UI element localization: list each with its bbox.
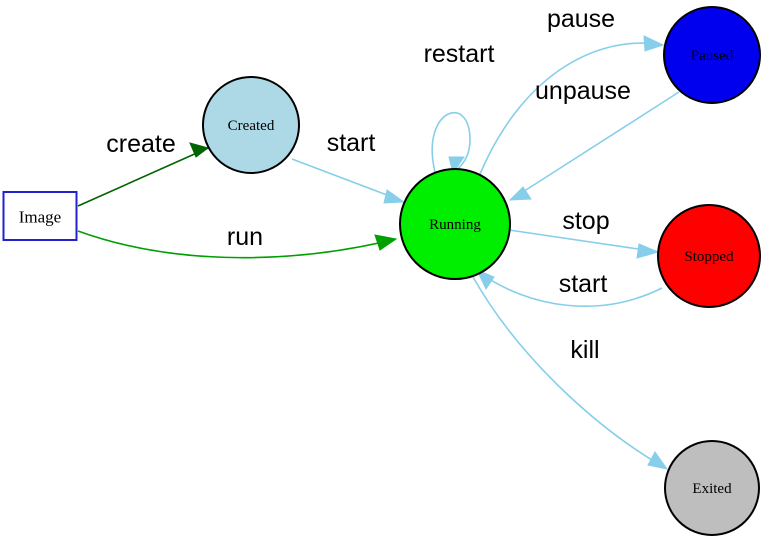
arrowhead-start-created bbox=[383, 189, 406, 204]
edge-restart bbox=[431, 111, 471, 175]
edge-start-stopped bbox=[475, 269, 663, 307]
node-shape-running bbox=[399, 168, 511, 280]
edge-label-start-stopped: start bbox=[559, 270, 608, 298]
edge-unpause bbox=[508, 91, 680, 201]
edge-stop bbox=[508, 229, 660, 259]
node-running[interactable]: Running bbox=[399, 168, 511, 280]
arrowhead-pause bbox=[643, 35, 665, 52]
node-image[interactable]: Image bbox=[2, 191, 78, 241]
node-stopped[interactable]: Stopped bbox=[657, 204, 761, 308]
edge-label-kill: kill bbox=[570, 336, 599, 364]
node-label-paused: Paused bbox=[691, 48, 734, 64]
arrowhead-run bbox=[374, 234, 398, 251]
edge-line-run bbox=[77, 230, 393, 259]
node-shape-created bbox=[202, 76, 300, 174]
edge-line-unpause bbox=[514, 91, 680, 198]
node-paused[interactable]: Paused bbox=[663, 6, 761, 104]
edges-layer bbox=[77, 35, 680, 470]
edge-create bbox=[77, 142, 210, 207]
edge-line-pause bbox=[479, 42, 659, 175]
node-label-image: Image bbox=[19, 208, 61, 227]
edge-line-stop bbox=[508, 229, 653, 252]
arrowhead-stop bbox=[636, 243, 660, 259]
node-shape-paused bbox=[663, 6, 761, 104]
node-shape-exited bbox=[664, 440, 760, 536]
edge-label-restart: restart bbox=[424, 40, 495, 68]
edge-label-run: run bbox=[227, 223, 263, 251]
arrowhead-start-stopped bbox=[475, 269, 495, 291]
edge-line-start-created bbox=[291, 158, 401, 201]
node-label-created: Created bbox=[228, 118, 275, 134]
node-label-exited: Exited bbox=[692, 481, 732, 497]
edge-line-create bbox=[77, 147, 209, 207]
node-label-stopped: Stopped bbox=[684, 249, 734, 265]
arrowhead-kill bbox=[647, 451, 669, 470]
node-label-running: Running bbox=[429, 217, 481, 233]
node-exited[interactable]: Exited bbox=[664, 440, 760, 536]
edge-kill bbox=[472, 276, 669, 470]
edge-label-start-created: start bbox=[327, 129, 376, 157]
edge-run bbox=[77, 230, 398, 259]
node-created[interactable]: Created bbox=[202, 76, 300, 174]
edge-label-create: create bbox=[106, 130, 175, 158]
edge-label-unpause: unpause bbox=[535, 77, 631, 105]
node-shape-image bbox=[2, 191, 78, 241]
edge-line-start-stopped bbox=[479, 272, 663, 307]
edge-start-created bbox=[291, 158, 406, 204]
edge-pause bbox=[479, 35, 665, 175]
edge-line-restart bbox=[431, 111, 471, 173]
arrowhead-unpause bbox=[508, 186, 532, 201]
node-shape-stopped bbox=[657, 204, 761, 308]
edge-labels-layer: create run start restart pause unpause stop sta… bbox=[106, 5, 631, 364]
edge-line-kill bbox=[472, 276, 663, 467]
edge-label-stop: stop bbox=[562, 207, 609, 235]
edge-label-pause: pause bbox=[547, 5, 615, 33]
arrowhead-create bbox=[189, 142, 210, 158]
